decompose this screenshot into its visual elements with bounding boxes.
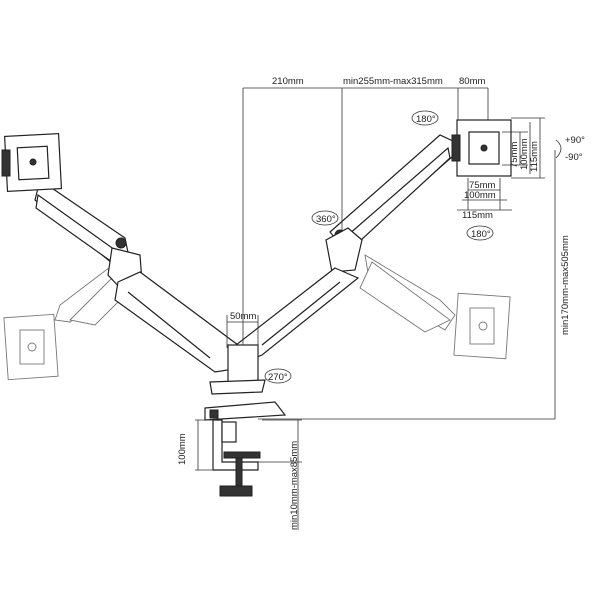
left-arm [34,179,143,291]
right-arm-ghost [359,254,511,360]
dim-clamp-range: min10mm-max85mm [289,441,300,530]
dim-100-horizontal: 100mm [464,190,496,201]
dim-height-range: min170mm-max505mm [560,235,571,335]
rotation-marker-top: 180° [411,110,439,126]
right-vesa-plate [451,119,512,177]
dim-clamp-100: 100mm [177,433,188,465]
right-arm [325,134,461,273]
dim-100-vertical: 100mm [519,138,530,170]
angle-180-bottom: 180° [471,229,491,240]
dim-210: 210mm [272,76,304,87]
angle-360: 360° [316,214,336,225]
dim-75-horizontal: 75mm [469,180,495,191]
angle-plus-90: +90° [565,135,585,146]
left-lower-arm [114,271,241,373]
dim-80: 80mm [459,76,485,87]
dim-115-horizontal: 115mm [462,210,493,221]
tilt-marker: +90° -90° [555,135,585,163]
dim-115-vertical: 115mm [529,141,540,172]
swivel-marker-360: 360° [311,210,339,226]
rotation-marker-bottom: 180° [466,225,494,241]
dim-50: 50mm [230,311,256,322]
dim-reach: min255mm-max315mm [343,76,443,87]
dimension-lines [195,87,556,530]
dim-75-vertical: 75mm [509,142,520,168]
swivel-marker-270: 270° [264,368,292,384]
left-vesa-plate [1,132,63,193]
angle-minus-90: -90° [565,152,583,163]
angle-180-top: 180° [416,114,436,125]
pole-and-clamp [204,344,287,497]
angle-270: 270° [268,372,288,383]
